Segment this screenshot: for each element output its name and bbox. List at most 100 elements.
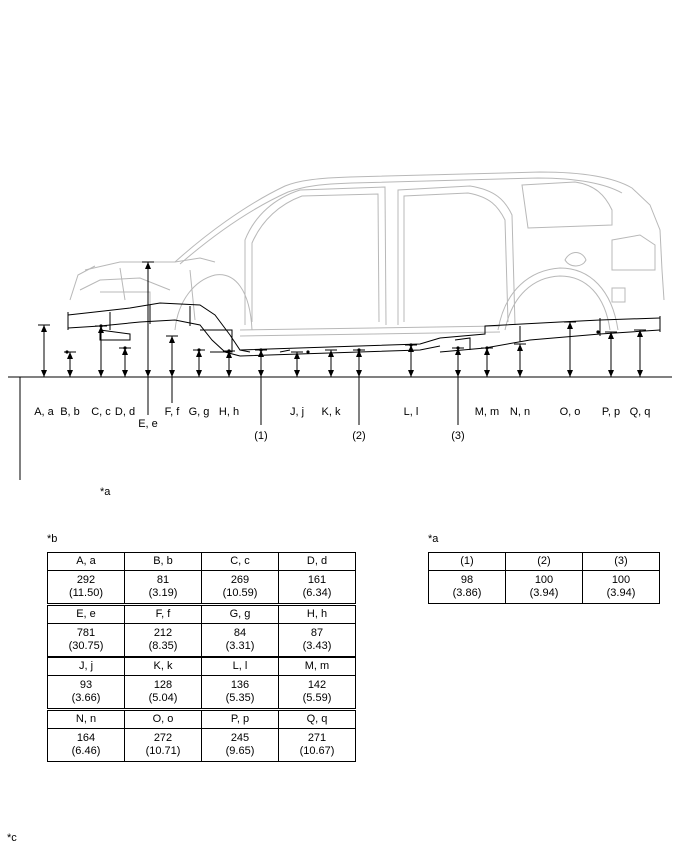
dimension-table-row-4: N, n O, o P, p Q, q 164(6.46) 272(10.71)… [47, 710, 356, 762]
table-value-cell: 100(3.94) [582, 570, 660, 604]
point-label-b: B, b [60, 406, 80, 418]
table-value-cell: 136(5.35) [201, 675, 279, 709]
table-value-cell: 781(30.75) [47, 623, 125, 657]
value-mm: 781 [76, 627, 96, 639]
point-label-n: N, n [509, 406, 531, 418]
table-value-cell: 81(3.19) [124, 570, 202, 604]
dimension-arrow-o [564, 321, 576, 377]
dimension-arrow-e [142, 261, 154, 415]
table-value-cell: 161(6.34) [278, 570, 356, 604]
table-header-cell: B, b [124, 552, 202, 571]
dimension-table-row-2: E, e F, f G, g H, h 781(30.75) 212(8.35)… [47, 605, 356, 657]
dimension-arrow-a [38, 324, 50, 377]
value-inch: (8.35) [148, 640, 178, 652]
table-header-cell: (1) [428, 552, 506, 571]
table-a-reference: *a [428, 533, 439, 545]
value-inch: (6.46) [71, 745, 101, 757]
value-inch: (3.94) [529, 587, 559, 599]
point-label-m: M, m [474, 406, 500, 418]
table-value-cell: 245(9.65) [201, 728, 279, 762]
dimension-arrow-1 [255, 349, 267, 425]
table-header-cell: N, n [47, 710, 125, 729]
value-mm: 98 [460, 574, 474, 586]
dimension-table-row-3: J, j K, k L, l M, m 93(3.66) 128(5.04) 1… [47, 657, 356, 709]
dimension-arrow-p [605, 331, 617, 377]
value-mm: 136 [230, 679, 250, 691]
table-header-cell: H, h [278, 605, 356, 624]
point-label-2: (2) [352, 430, 366, 442]
dimension-arrow-b [64, 351, 76, 377]
dimension-arrow-d [119, 347, 131, 377]
value-inch: (9.65) [225, 745, 255, 757]
value-inch: (30.75) [68, 640, 104, 652]
table-header-cell: K, k [124, 657, 202, 676]
table-value-cell: 269(10.59) [201, 570, 279, 604]
dimension-arrow-f [166, 335, 178, 403]
value-inch: (3.66) [71, 692, 101, 704]
table-b-reference: *b [47, 533, 58, 545]
value-mm: 100 [611, 574, 631, 586]
point-label-3: (3) [451, 430, 465, 442]
value-inch: (3.86) [452, 587, 482, 599]
dimension-arrow-2 [353, 349, 365, 425]
table-header-cell: Q, q [278, 710, 356, 729]
table-header-cell: C, c [201, 552, 279, 571]
vehicle-body-outline [69, 171, 665, 337]
point-label-p: P, p [601, 406, 621, 418]
table-header-cell: F, f [124, 605, 202, 624]
table-header-cell: J, j [47, 657, 125, 676]
table-header-cell: (2) [505, 552, 583, 571]
dimension-arrow-j [291, 351, 303, 377]
value-inch: (5.59) [302, 692, 332, 704]
table-value-cell: 271(10.67) [278, 728, 356, 762]
table-value-cell: 272(10.71) [124, 728, 202, 762]
table-header-cell: L, l [201, 657, 279, 676]
point-label-k: K, k [321, 406, 341, 418]
table-value-cell: 292(11.50) [47, 570, 125, 604]
dimension-arrow-3 [452, 347, 464, 425]
value-inch: (3.19) [148, 587, 178, 599]
point-label-l: L, l [403, 406, 419, 418]
dimension-arrow-q [634, 329, 646, 377]
point-label-1: (1) [254, 430, 268, 442]
value-inch: (10.71) [145, 745, 181, 757]
dimension-arrow-l [405, 344, 417, 377]
dimension-arrow-g [193, 349, 205, 377]
table-header-cell: G, g [201, 605, 279, 624]
dimension-table-row-1: A, a B, b C, c D, d 292(11.50) 81(3.19) … [47, 552, 356, 604]
dimension-arrow-h [223, 350, 235, 377]
table-value-cell: 212(8.35) [124, 623, 202, 657]
value-mm: 245 [230, 732, 250, 744]
dimension-arrows [38, 261, 646, 425]
table-value-cell: 93(3.66) [47, 675, 125, 709]
value-inch: (5.04) [148, 692, 178, 704]
value-inch: (3.31) [225, 640, 255, 652]
table-value-cell: 164(6.46) [47, 728, 125, 762]
dimension-arrow-c [95, 325, 107, 377]
value-inch: (5.35) [225, 692, 255, 704]
value-mm: 271 [307, 732, 327, 744]
footer-reference: *c [7, 832, 17, 844]
value-mm: 87 [310, 627, 324, 639]
value-inch: (3.94) [606, 587, 636, 599]
table-value-cell: 142(5.59) [278, 675, 356, 709]
dimension-arrow-n [514, 343, 526, 377]
point-label-g: G, g [188, 406, 210, 418]
table-header-cell: (3) [582, 552, 660, 571]
reference-point-table: (1) (2) (3) 98(3.86) 100(3.94) 100(3.94) [428, 552, 660, 604]
value-inch: (11.50) [68, 587, 104, 599]
table-header-cell: P, p [201, 710, 279, 729]
value-inch: (10.59) [222, 587, 258, 599]
point-label-q: Q, q [629, 406, 651, 418]
table-header-cell: E, e [47, 605, 125, 624]
point-label-h: H, h [218, 406, 240, 418]
table-value-cell: 87(3.43) [278, 623, 356, 657]
value-mm: 212 [153, 627, 173, 639]
value-mm: 292 [76, 574, 96, 586]
point-label-o: O, o [559, 406, 581, 418]
datum-line [8, 376, 672, 493]
table-value-cell: 100(3.94) [505, 570, 583, 604]
point-label-d: D, d [114, 406, 136, 418]
value-mm: 164 [76, 732, 96, 744]
value-mm: 272 [153, 732, 173, 744]
